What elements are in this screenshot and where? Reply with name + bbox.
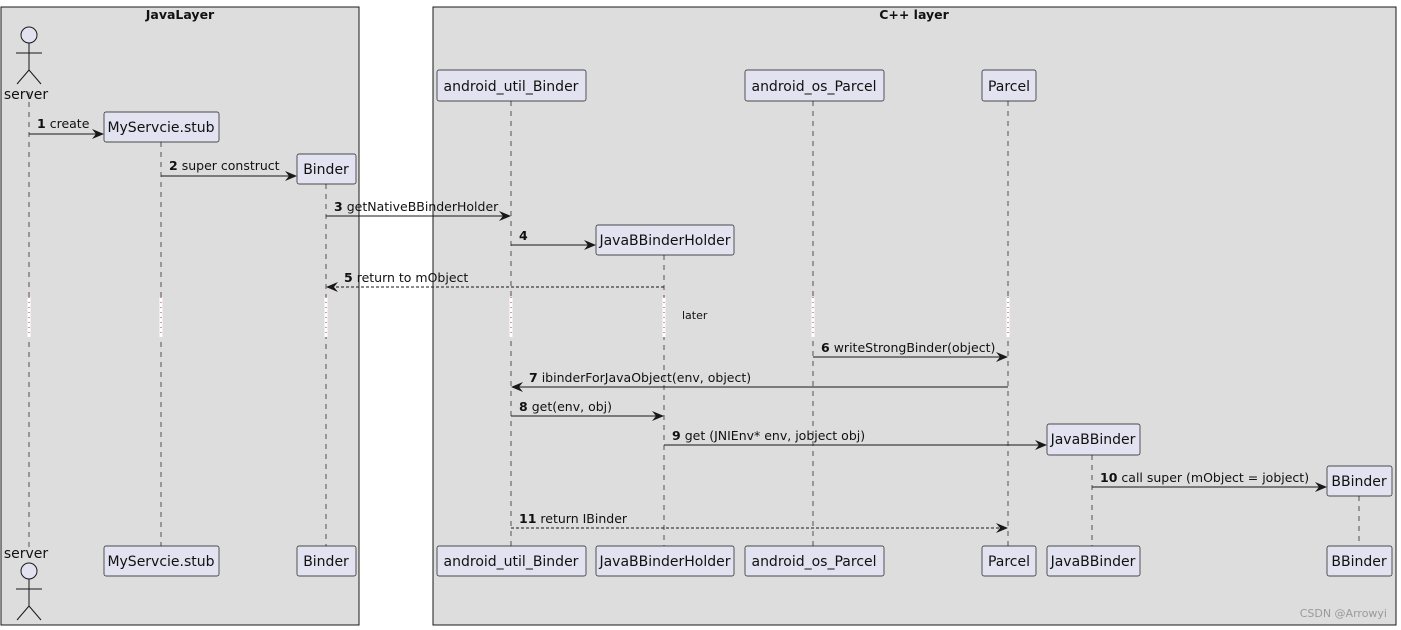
actor-server-bottom-label: server: [4, 546, 49, 562]
participant-binder-box: [296, 153, 357, 185]
participant-osparcel-bottom-box: [744, 545, 885, 577]
participant-binder-bottom-label: Binder: [303, 554, 349, 570]
participant-jbb-bottom-label: JavaBBinder: [1050, 554, 1136, 570]
participant-bbinder-bottom-box: [1326, 545, 1393, 577]
participant-parcel-top-box: [981, 69, 1037, 102]
participant-bbinder-box: [1326, 465, 1393, 497]
participant-stub-box: [103, 111, 220, 143]
participant-parcel-bottom-box: [981, 545, 1037, 577]
participant-holder-label: JavaBBinderHolder: [598, 233, 730, 249]
participant-osparcel-top-box: [744, 69, 885, 102]
actor-server-top-label: server: [4, 87, 49, 103]
participant-stub-bottom-box: [103, 545, 220, 577]
actor-server-top: [16, 26, 42, 85]
participant-osparcel-bottom-label: android_os_Parcel: [751, 554, 876, 570]
participant-jbb-box: [1046, 423, 1141, 456]
participant-parcel-bottom-label: Parcel: [988, 554, 1030, 570]
group-java-layer: JavaLayer: [0, 6, 360, 626]
participant-holder-bottom-box: [595, 545, 735, 577]
participant-jbb-bottom-box: [1046, 545, 1141, 577]
group-cpp-title: C++ layer: [879, 7, 949, 22]
participant-osparcel-label: android_os_Parcel: [751, 79, 876, 95]
participant-stub-bottom-label: MyServcie.stub: [107, 554, 214, 570]
message-arrows: [29, 129, 1327, 533]
participant-util-label: android_util_Binder: [444, 79, 579, 95]
participant-boxes: [103, 69, 1393, 577]
participant-stub-label: MyServcie.stub: [107, 120, 214, 136]
watermark: CSDN @Arrowyi: [1300, 607, 1387, 620]
participant-jbb-label: JavaBBinder: [1050, 432, 1136, 448]
actor-server-bottom: [16, 562, 42, 621]
participant-bbinder-label: BBinder: [1331, 474, 1386, 490]
delay-dots: [28, 297, 1009, 337]
msg-4-label: 4: [519, 228, 528, 243]
participant-util-bottom-label: android_util_Binder: [444, 554, 579, 570]
group-java-title: JavaLayer: [145, 7, 215, 22]
participant-binder-bottom-box: [296, 545, 357, 577]
participant-util-top-box: [436, 69, 587, 102]
group-cpp-layer: C++ layer: [432, 6, 1397, 626]
participant-bbinder-bottom-label: BBinder: [1331, 554, 1386, 570]
participant-util-bottom-box: [436, 545, 587, 577]
participant-holder-box: [595, 224, 735, 256]
delay-note: later: [682, 309, 708, 322]
participant-holder-bottom-label: JavaBBinderHolder: [598, 554, 730, 570]
participant-binder-label: Binder: [303, 162, 349, 178]
participant-parcel-label: Parcel: [988, 79, 1030, 95]
